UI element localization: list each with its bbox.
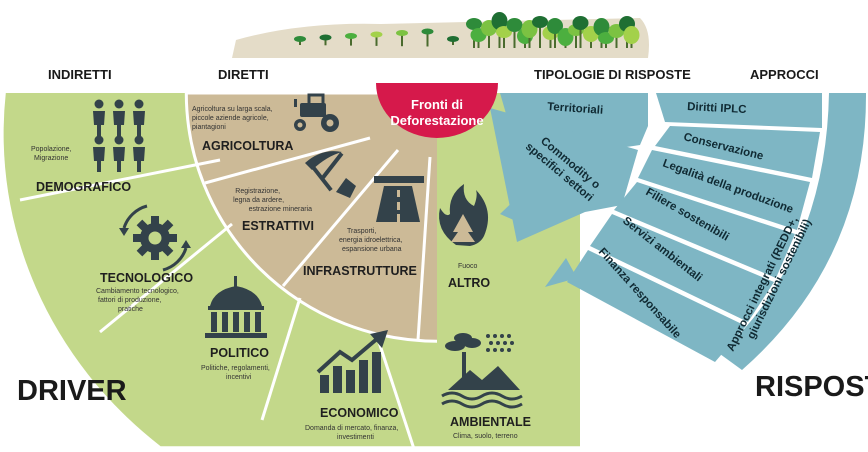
people-icon [93,99,145,172]
response-territoriali: Territoriali [547,101,604,117]
estrattivi-desc: Registrazione, legna da ardere, estrazio… [233,188,312,213]
header-indiretti: INDIRETTI [48,67,112,82]
tree-mark [547,18,563,48]
demografico-desc: Popolazione, Migrazione [31,146,73,162]
growth-chart-icon [316,330,388,393]
driver-tecnologico: TECNOLOGICO Cambiamento tecnologico, fat… [96,204,193,313]
infrastrutture-desc: Trasporti, energia idroelettrica, espans… [339,228,404,253]
estrattivi-title: ESTRATTIVI [242,219,314,233]
driver-demografico: Popolazione, Migrazione DEMOGRAFICO [31,99,145,194]
fire-tree-icon [439,184,489,246]
center-label-line2: Deforestazione [390,113,483,128]
risposte-label: RISPOSTE [755,371,868,403]
forest-banner [232,12,649,58]
approach-diritti-iplc: Diritti IPLC [687,101,747,116]
demografico-title: DEMOGRAFICO [36,180,131,194]
center-deforestation-fronts [376,83,498,138]
road-icon [374,176,424,222]
header-tipologie: TIPOLOGIE DI RISPOSTE [534,67,691,82]
header-diretti: DIRETTI [218,67,269,82]
tree-mark [447,36,459,45]
tree-mark [532,16,548,48]
tractor-icon [294,93,339,132]
approaches-band [567,93,867,370]
altro-desc: Fuoco [458,263,478,270]
driver-agricoltura: Agricoltura su larga scala, piccole azie… [192,93,339,153]
government-building-icon [205,276,267,338]
infrastrutture-title: INFRASTRUTTURE [303,264,417,278]
tree-mark [421,28,434,47]
center-label-line1: Fronti di [411,97,463,112]
politico-desc: Politiche, regolamenti, incentivi [201,365,272,381]
header-approcci: APPROCCI [750,67,819,82]
driver-infrastrutture: Trasporti, energia idroelettrica, espans… [303,176,424,278]
driver-economico: ECONOMICO Domanda di mercato, finanza, i… [305,330,400,441]
economico-title: ECONOMICO [320,406,399,420]
tree-mark [370,31,383,46]
tecnologico-title: TECNOLOGICO [100,271,193,285]
pickaxe-shovel-icon [305,151,356,198]
tree-mark [319,34,332,46]
driver-politico: POLITICO Politiche, regolamenti, incenti… [201,276,272,381]
ambientale-desc: Clima, suolo, terreno [453,433,518,440]
driver-label: DRIVER [17,375,127,407]
driver-ambientale: AMBIENTALE Clima, suolo, terreno [441,333,531,440]
agricoltura-desc: Agricoltura su larga scala, piccole azie… [192,106,275,131]
ambientale-title: AMBIENTALE [450,415,531,429]
tree-mark [396,30,408,47]
tecnologico-desc: Cambiamento tecnologico, fattori di prod… [96,288,181,313]
economico-desc: Domanda di mercato, finanza, investiment… [305,425,400,441]
altro-title: ALTRO [448,276,490,290]
tree-mark [506,18,523,48]
tree-mark [294,36,306,45]
landscape-icon [441,333,523,409]
gear-icon [119,204,191,272]
driver-altro: Fuoco ALTRO [439,184,490,290]
driver-estrattivi: Registrazione, legna da ardere, estrazio… [233,151,356,233]
agricoltura-title: AGRICOLTURA [202,139,293,153]
response-types-band [490,93,648,287]
direct-band [186,93,437,342]
tree-mark [572,16,589,48]
tree-mark [623,26,640,48]
tree-mark [345,33,357,46]
politico-title: POLITICO [210,346,269,360]
